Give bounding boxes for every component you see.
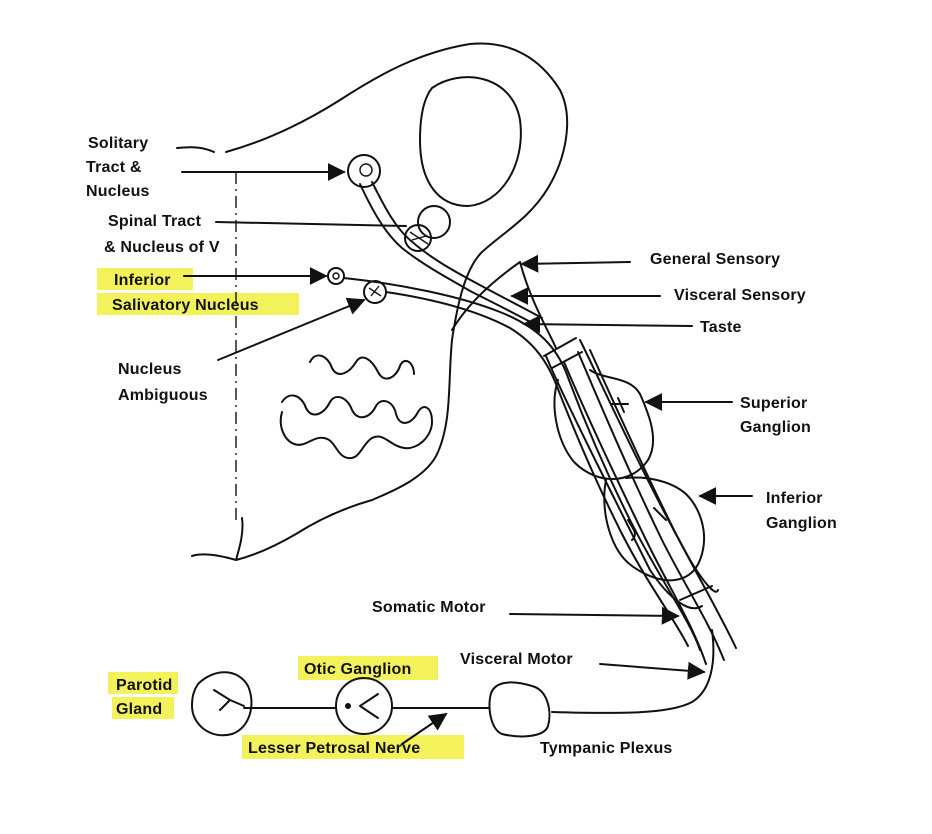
otic-ganglion-circle [335,677,393,735]
label-solitary-2: Tract & [86,159,142,176]
label-lesser-petrosal: Lesser Petrosal Nerve [248,740,420,757]
highlight-gland [112,697,174,719]
solitary-nucleus-circle [347,154,381,188]
highlight-salivatory [97,293,299,315]
highlight-marks [97,268,464,759]
label-general-sensory: General Sensory [650,251,780,268]
label-inferior-salivatory-1: Inferior [114,272,171,289]
label-superior-2: Ganglion [740,419,811,436]
label-visceral-motor: Visceral Motor [460,651,573,668]
superior-ganglion-marks [611,397,629,413]
label-visceral-sensory: Visceral Sensory [674,287,806,304]
arrow-lesser-petrosal [401,712,448,745]
highlight-otic [298,656,438,680]
label-spinal-2: & Nucleus of V [104,239,220,256]
parotid-gland-shape [191,671,253,737]
label-ambiguous-1: Nucleus [118,361,182,378]
label-parotid-2: Gland [116,701,162,718]
label-somatic-motor: Somatic Motor [372,599,486,616]
spinal-v-nucleus-circle [417,205,451,239]
highlight-lesser-petrosal [242,735,464,759]
label-inferior-ganglion-1: Inferior [766,490,823,507]
arrow-somatic-motor [509,606,680,625]
label-ambiguous-2: Ambiguous [118,387,208,404]
label-taste: Taste [700,319,742,336]
label-tympanic-plexus: Tympanic Plexus [540,740,673,757]
nerve-trunk [343,261,737,714]
arrow-visceral-motor [599,661,706,680]
label-solitary-1: Solitary [88,135,148,152]
label-parotid-1: Parotid [116,677,173,694]
label-spinal-1: Spinal Tract [108,213,202,230]
arrow-spinal [215,221,407,227]
label-superior-1: Superior [740,395,807,412]
arrow-taste [522,315,693,334]
highlight-parotid [108,672,178,694]
label-inferior-salivatory-2: Salivatory Nucleus [112,297,259,314]
tympanic-plexus-shape [488,681,551,738]
label-solitary-3: Nucleus [86,183,150,200]
labels: Solitary Tract & Nucleus Spinal Tract & … [86,135,837,757]
arrow-general-sensory [520,254,631,273]
brainstem-outline [176,42,569,561]
label-inferior-ganglion-2: Ganglion [766,515,837,532]
inferior-salivatory-circle [327,267,345,285]
label-otic-ganglion: Otic Ganglion [304,661,412,678]
pointer-arrows [181,163,753,745]
peripheral-structures [191,671,551,738]
arrow-ambiguous [217,297,366,361]
highlight-inferior [97,268,193,290]
